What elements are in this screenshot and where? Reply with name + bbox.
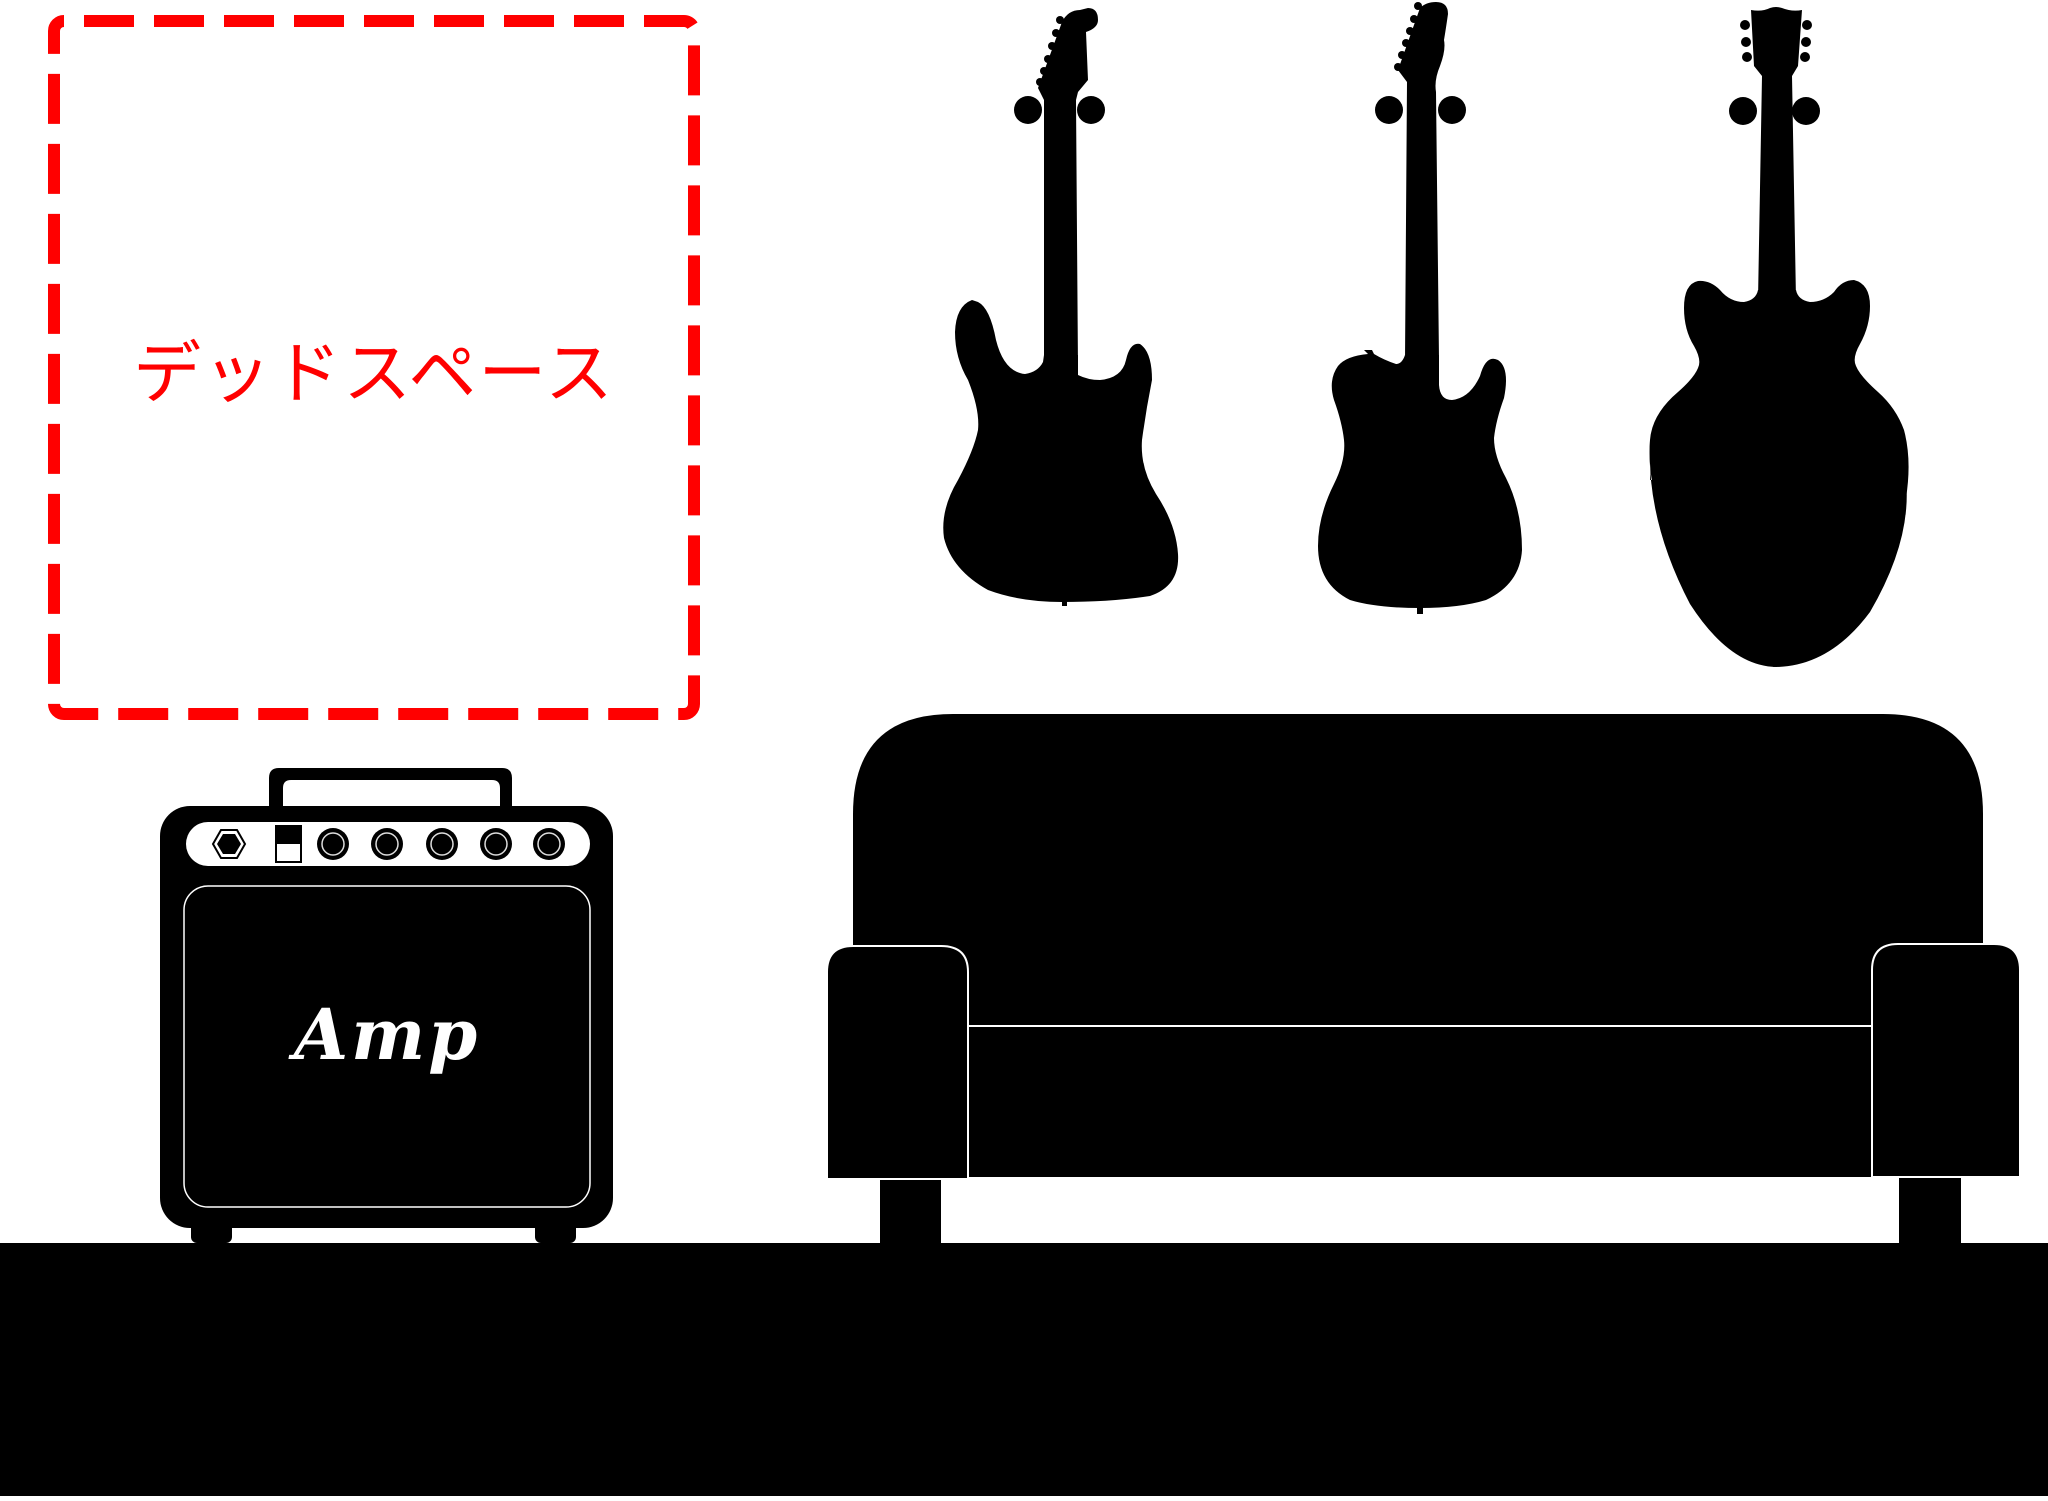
knob-icon	[317, 828, 349, 860]
semi-hollow-guitar-icon	[1649, 7, 1909, 667]
hex-jack-icon	[211, 829, 247, 859]
toggle-switch-icon	[275, 825, 302, 863]
hanger-peg-icon	[1077, 96, 1105, 124]
hanger-peg-icon	[1729, 97, 1757, 125]
hanger-peg-icon	[1014, 96, 1042, 124]
dead-space-box	[48, 15, 700, 720]
amp-icon	[160, 768, 613, 1243]
hanger-peg-icon	[1792, 97, 1820, 125]
knob-icon	[426, 828, 458, 860]
dead-space-label: デッドスペース	[133, 335, 615, 414]
hanger-peg-icon	[1375, 96, 1403, 124]
electric-guitar-icon	[943, 8, 1179, 606]
electric-guitar-icon	[1318, 2, 1522, 614]
knob-icon	[480, 828, 512, 860]
amp-label: Amp	[293, 993, 481, 1076]
hanger-peg-icon	[1438, 96, 1466, 124]
amp-grille	[183, 885, 591, 1208]
knob-icon	[533, 828, 565, 860]
knob-icon	[371, 828, 403, 860]
sofa-icon	[826, 714, 2021, 1244]
floor	[0, 1243, 2048, 1496]
